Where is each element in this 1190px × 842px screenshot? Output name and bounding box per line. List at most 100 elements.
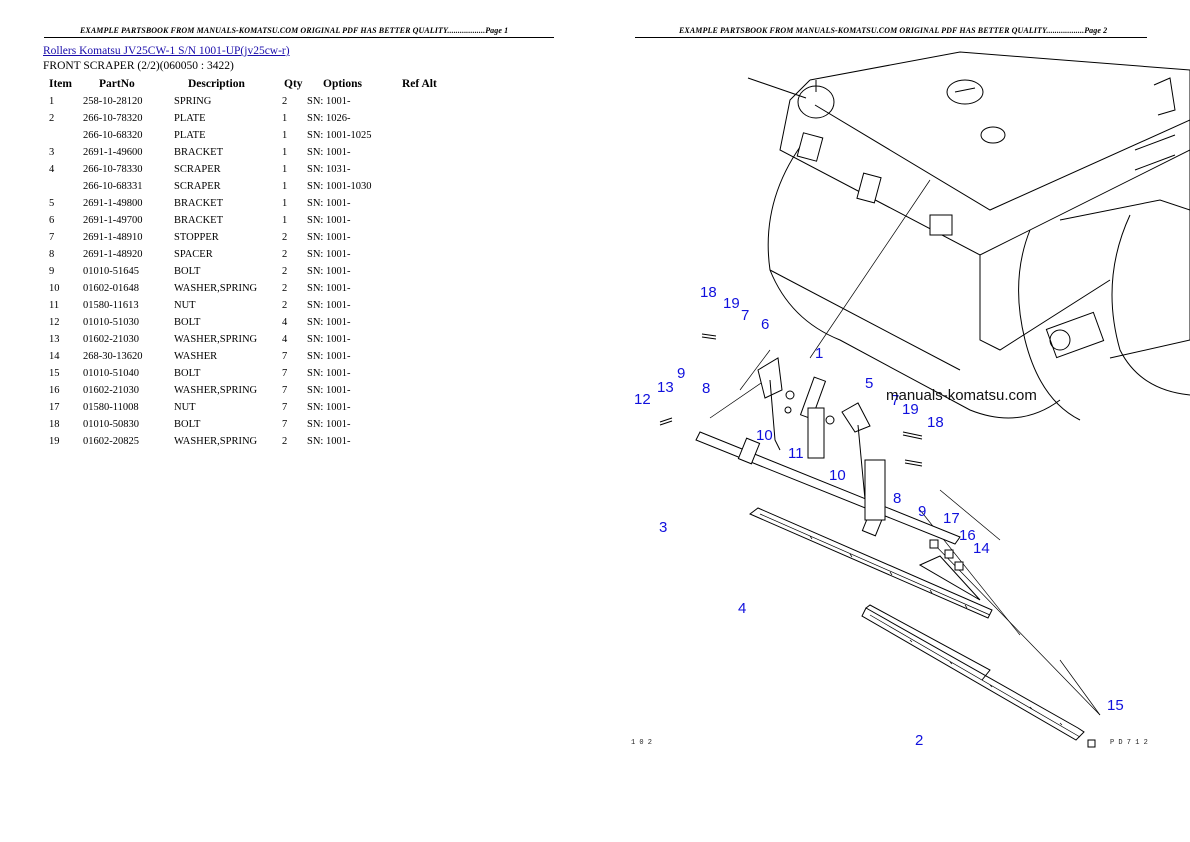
callout-4: 4 xyxy=(738,600,746,617)
cell-description: BOLT xyxy=(174,266,201,277)
callout-6: 6 xyxy=(761,316,769,333)
exploded-parts-diagram: 18 19 7 6 1 9 8 13 12 5 7 19 18 10 11 10… xyxy=(630,40,1190,760)
cell-qty: 1 xyxy=(282,147,288,158)
cell-qty: 7 xyxy=(282,419,288,430)
cell-ref-alt xyxy=(402,229,442,246)
cell-item: 10 xyxy=(49,283,60,294)
cell-qty: 4 xyxy=(282,334,288,345)
cell-partno: 01602-20825 xyxy=(83,436,139,447)
cell-options: SN: 1001- xyxy=(307,249,351,260)
cell-item: 15 xyxy=(49,368,60,379)
cell-ref-alt xyxy=(402,246,442,263)
cell-item: 11 xyxy=(49,300,60,311)
cell-description: NUT xyxy=(174,300,196,311)
parts-table: Item PartNo Description Qty Options Ref … xyxy=(43,75,442,450)
figure-code-right: P D 7 1 2 xyxy=(1110,739,1148,747)
col-header-description: Description xyxy=(188,77,245,90)
cell-options: SN: 1001- xyxy=(307,283,351,294)
model-title-link[interactable]: Rollers Komatsu JV25CW-1 S/N 1001-UP(jv2… xyxy=(43,45,290,57)
cell-description: BOLT xyxy=(174,317,201,328)
callout-18-right: 18 xyxy=(927,414,944,431)
cell-qty: 7 xyxy=(282,385,288,396)
cell-item: 8 xyxy=(49,249,55,260)
callout-7-right: 7 xyxy=(891,392,899,409)
cell-partno: 266-10-78330 xyxy=(83,164,143,175)
cell-description: SPACER xyxy=(174,249,213,260)
cell-partno: 01010-51645 xyxy=(83,266,139,277)
cell-ref-alt xyxy=(402,433,442,450)
cell-partno: 01602-01648 xyxy=(83,283,139,294)
cell-options: SN: 1001- xyxy=(307,96,351,107)
page-1: EXAMPLE PARTSBOOK FROM MANUALS-KOMATSU.C… xyxy=(43,26,554,450)
cell-item xyxy=(43,127,83,144)
cell-options: SN: 1001- xyxy=(307,198,351,209)
cell-description: WASHER,SPRING xyxy=(174,334,258,345)
cell-ref-alt xyxy=(402,127,442,144)
cell-options: SN: 1001- xyxy=(307,351,351,362)
callout-9-top: 9 xyxy=(677,365,685,382)
cell-description: PLATE xyxy=(174,113,206,124)
cell-description: WASHER,SPRING xyxy=(174,385,258,396)
cell-ref-alt xyxy=(402,365,442,382)
cell-description: SCRAPER xyxy=(174,164,221,175)
cell-ref-alt xyxy=(402,263,442,280)
callout-labels: 18 19 7 6 1 9 8 13 12 5 7 19 18 10 11 10… xyxy=(634,284,1124,749)
bracket-3-drawing xyxy=(695,431,961,545)
cell-options: SN: 1001- xyxy=(307,419,351,430)
cell-item: 19 xyxy=(49,436,60,447)
callout-1: 1 xyxy=(815,345,823,362)
cell-ref-alt xyxy=(402,144,442,161)
scraper-4-drawing xyxy=(749,507,993,619)
callout-16: 16 xyxy=(959,527,976,544)
cell-description: SCRAPER xyxy=(174,181,221,192)
cell-qty: 2 xyxy=(282,96,288,107)
cell-options: SN: 1001- xyxy=(307,317,351,328)
callout-10-right: 10 xyxy=(829,467,846,484)
cell-item: 3 xyxy=(49,147,55,158)
cell-description: SPRING xyxy=(174,96,212,107)
parts-table-header-row: Item PartNo Description Qty Options Ref … xyxy=(43,75,442,93)
cell-options: SN: 1001- xyxy=(307,402,351,413)
cell-ref-alt xyxy=(402,331,442,348)
cell-options: SN: 1001- xyxy=(307,215,351,226)
cell-options: SN: 1001- xyxy=(307,147,351,158)
cell-partno: 01602-21030 xyxy=(83,385,139,396)
cell-partno: 266-10-68320 xyxy=(83,130,143,141)
cell-qty: 1 xyxy=(282,215,288,226)
diagram-svg: 18 19 7 6 1 9 8 13 12 5 7 19 18 10 11 10… xyxy=(631,51,1190,749)
cell-item: 1 xyxy=(49,96,55,107)
cell-ref-alt xyxy=(402,399,442,416)
cell-options: SN: 1001- xyxy=(307,436,351,447)
cell-partno: 268-30-13620 xyxy=(83,351,143,362)
cell-partno: 2691-1-48910 xyxy=(83,232,143,243)
col-header-options: Options xyxy=(323,77,362,90)
cell-item: 2 xyxy=(49,113,55,124)
cell-partno: 01010-51040 xyxy=(83,368,139,379)
callout-12: 12 xyxy=(634,391,651,408)
cell-item: 16 xyxy=(49,385,60,396)
cell-description: BOLT xyxy=(174,368,201,379)
cell-qty: 2 xyxy=(282,266,288,277)
figure-code-left: 1 0 2 xyxy=(631,739,652,747)
cell-item xyxy=(43,178,83,195)
cell-qty: 2 xyxy=(282,436,288,447)
cell-options: SN: 1031- xyxy=(307,164,351,175)
cell-ref-alt xyxy=(402,195,442,212)
cell-ref-alt xyxy=(402,212,442,229)
col-header-partno: PartNo xyxy=(99,77,135,90)
col-header-ref-alt: Ref Alt xyxy=(402,77,437,90)
page-2-header: EXAMPLE PARTSBOOK FROM MANUALS-KOMATSU.C… xyxy=(679,26,1108,35)
